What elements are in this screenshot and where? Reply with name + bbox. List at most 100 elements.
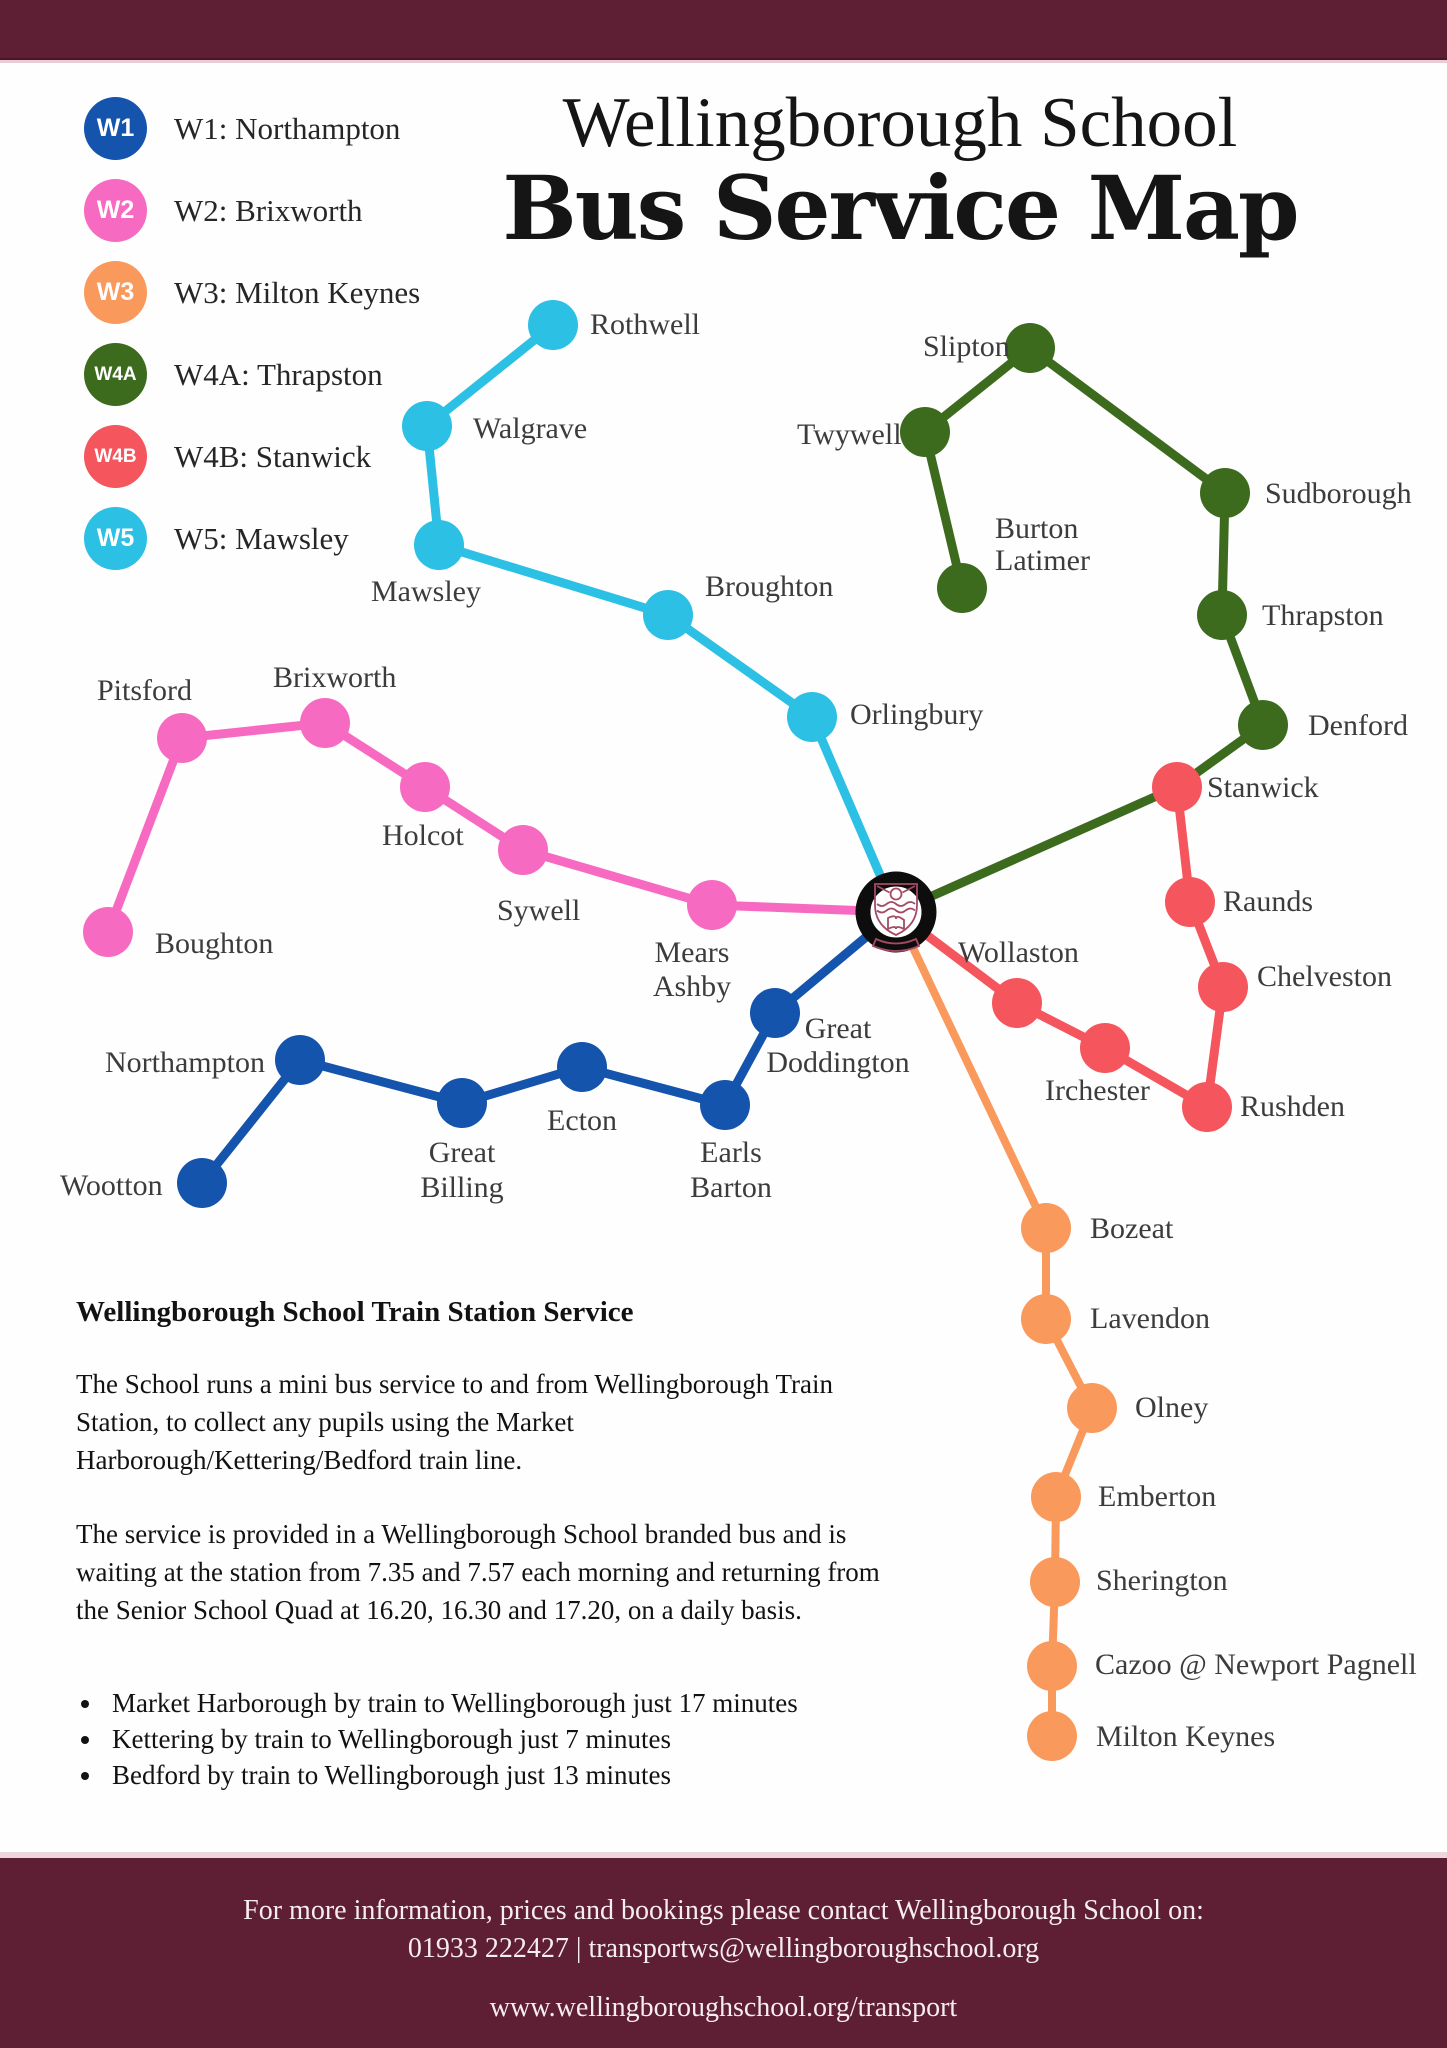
station-label: Olney bbox=[1135, 1391, 1208, 1424]
station-dot bbox=[937, 563, 987, 613]
station-label: Emberton bbox=[1098, 1480, 1216, 1513]
station-dot bbox=[300, 698, 350, 748]
station-dot bbox=[157, 713, 207, 763]
title-map-name: Bus Service Map bbox=[502, 156, 1299, 261]
station-label: Holcot bbox=[382, 819, 464, 852]
footer-website: www.wellingboroughschool.org/transport bbox=[489, 1992, 958, 2023]
route-badge-w1: W1 bbox=[84, 97, 147, 160]
station-label: Northampton bbox=[105, 1046, 265, 1079]
station-dot bbox=[643, 590, 693, 640]
school-hub bbox=[855, 871, 937, 953]
footer-contact-line: For more information, prices and booking… bbox=[243, 1895, 1204, 1926]
station-dot bbox=[400, 762, 450, 812]
route-badge-w3: W3 bbox=[84, 261, 147, 324]
hub-ring bbox=[855, 871, 937, 953]
station-dot bbox=[275, 1035, 325, 1085]
station-dot bbox=[1198, 962, 1248, 1012]
station-dot bbox=[700, 1080, 750, 1130]
station-dot bbox=[83, 907, 133, 957]
station-dot bbox=[1200, 468, 1250, 518]
route-badge-w2: W2 bbox=[84, 179, 147, 242]
station-label: Irchester bbox=[1045, 1074, 1150, 1107]
station-dot bbox=[498, 825, 548, 875]
info-paragraph: The service is provided in a Wellingboro… bbox=[76, 1519, 880, 1625]
station-label: Sudborough bbox=[1265, 477, 1412, 510]
station-label: Wootton bbox=[60, 1169, 163, 1202]
station-dot bbox=[1152, 762, 1202, 812]
station-label: Twywell bbox=[797, 418, 902, 451]
station-dot bbox=[1080, 1023, 1130, 1073]
station-dot bbox=[1027, 1711, 1077, 1761]
legend-label: W1: Northampton bbox=[174, 110, 401, 146]
legend-item-w4a: W4A W4A: Thrapston bbox=[84, 343, 420, 406]
station-label: Rushden bbox=[1240, 1090, 1345, 1123]
station-label: Pitsford bbox=[97, 674, 192, 707]
station-label: Boughton bbox=[155, 927, 273, 960]
station-label: Walgrave bbox=[473, 412, 587, 445]
legend-label: W4A: Thrapston bbox=[174, 356, 383, 392]
station-label: Ecton bbox=[547, 1104, 617, 1137]
station-dot bbox=[1030, 1557, 1080, 1607]
station-dot bbox=[1021, 1294, 1071, 1344]
train-time-item: Kettering by train to Wellingborough jus… bbox=[104, 1721, 856, 1757]
legend-item-w1: W1 W1: Northampton bbox=[84, 97, 420, 160]
station-label: Wollaston bbox=[958, 936, 1079, 969]
station-label: Sywell bbox=[497, 894, 580, 927]
station-dot bbox=[1027, 1641, 1077, 1691]
station-label: Denford bbox=[1308, 709, 1408, 742]
station-label: Broughton bbox=[705, 570, 833, 603]
route-badge-w4a: W4A bbox=[84, 343, 147, 406]
station-dot bbox=[750, 988, 800, 1038]
train-station-info: Wellingborough School Train Station Serv… bbox=[76, 1296, 880, 1793]
footer-phone-email: 01933 222427 | transportws@wellingboroug… bbox=[407, 1933, 1040, 1964]
route-badge-w4b: W4B bbox=[84, 425, 147, 488]
station-dots bbox=[83, 300, 1288, 1761]
footer-contact: For more information, prices and booking… bbox=[0, 1858, 1447, 2024]
station-dot bbox=[528, 300, 578, 350]
station-label: Orlingbury bbox=[850, 698, 983, 731]
station-dot bbox=[1005, 323, 1055, 373]
train-times-list: Market Harborough by train to Wellingbor… bbox=[78, 1685, 856, 1793]
station-label: Milton Keynes bbox=[1096, 1720, 1275, 1753]
footer-banner: For more information, prices and booking… bbox=[0, 1852, 1447, 2048]
station-dot bbox=[1197, 590, 1247, 640]
station-label: Thrapston bbox=[1262, 599, 1384, 632]
info-heading: Wellingborough School Train Station Serv… bbox=[76, 1296, 634, 1328]
train-time-item: Market Harborough by train to Wellingbor… bbox=[104, 1685, 856, 1721]
station-dot bbox=[402, 401, 452, 451]
station-label: Mawsley bbox=[371, 575, 481, 608]
route-badge-w5: W5 bbox=[84, 507, 147, 570]
station-dot bbox=[787, 692, 837, 742]
legend-label: W4B: Stanwick bbox=[174, 438, 372, 474]
station-label: Cazoo @ Newport Pagnell bbox=[1095, 1648, 1417, 1681]
station-label: Sherington bbox=[1096, 1564, 1228, 1597]
school-crest-icon bbox=[871, 883, 921, 952]
station-dot bbox=[1165, 877, 1215, 927]
station-label: Rothwell bbox=[590, 308, 700, 341]
legend-label: W2: Brixworth bbox=[174, 192, 363, 228]
station-dot bbox=[414, 520, 464, 570]
info-paragraph: The School runs a mini bus service to an… bbox=[76, 1369, 833, 1475]
station-dot bbox=[557, 1042, 607, 1092]
station-label: Brixworth bbox=[273, 661, 396, 694]
station-label: Slipton bbox=[923, 330, 1010, 363]
station-label: Chelveston bbox=[1257, 960, 1392, 993]
station-dot bbox=[1238, 700, 1288, 750]
station-label: Raunds bbox=[1223, 885, 1313, 918]
station-label: Lavendon bbox=[1090, 1302, 1210, 1335]
station-label: Bozeat bbox=[1090, 1212, 1174, 1245]
station-dot bbox=[1031, 1472, 1081, 1522]
station-dot bbox=[900, 407, 950, 457]
legend-label: W5: Mawsley bbox=[174, 520, 349, 556]
station-dot bbox=[1021, 1203, 1071, 1253]
station-dot bbox=[437, 1078, 487, 1128]
